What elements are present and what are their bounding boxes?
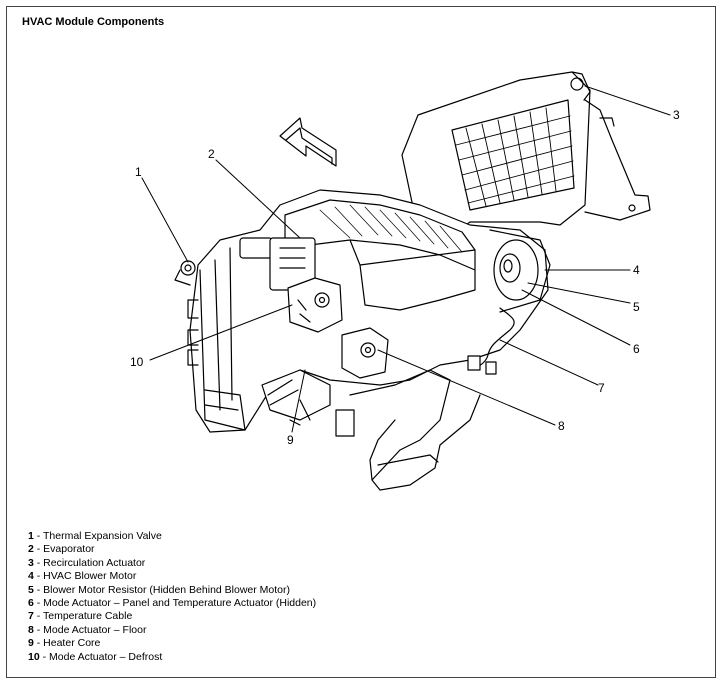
legend-item: 5 - Blower Motor Resistor (Hidden Behind… — [28, 583, 291, 596]
heater-core-and-duct — [261, 369, 481, 491]
evaporator-block — [269, 199, 476, 311]
legend-item: 9 - Heater Core — [28, 637, 101, 650]
legend-item: 2 - Evaporator — [28, 543, 95, 556]
recirculation-housing — [401, 71, 651, 241]
mode-actuator-defrost — [287, 277, 343, 333]
legend-item: 4 - HVAC Blower Motor — [28, 570, 137, 583]
callout-6: 6 — [633, 342, 640, 356]
callout-2: 2 — [208, 147, 215, 161]
legend-item: 1 - Thermal Expansion Valve — [28, 530, 162, 542]
legend-item: 6 - Mode Actuator – Panel and Temperatur… — [28, 597, 317, 610]
front-direction-arrow-depth — [285, 127, 333, 165]
blower-motor — [489, 229, 551, 313]
diagram-title: HVAC Module Components — [22, 16, 165, 28]
mode-actuator-floor — [341, 327, 389, 379]
callout-5: 5 — [633, 300, 640, 314]
legend-item: 10 - Mode Actuator – Defrost — [28, 650, 163, 663]
callout-8: 8 — [558, 419, 565, 433]
callout-4: 4 — [633, 263, 640, 277]
callout-7: 7 — [598, 381, 605, 395]
hvac-module-drawing — [141, 71, 671, 491]
temperature-cable — [467, 307, 515, 375]
legend-item: 7 - Temperature Cable — [28, 610, 133, 623]
callout-10: 10 — [130, 355, 144, 369]
callout-1: 1 — [135, 165, 142, 179]
legend-item: 8 - Mode Actuator – Floor — [28, 623, 147, 636]
callout-leader-lines — [141, 85, 671, 433]
callout-9: 9 — [287, 433, 294, 447]
legend-item: 3 - Recirculation Actuator — [28, 556, 146, 569]
component-legend: 1 - Thermal Expansion Valve 2 - Evaporat… — [28, 530, 316, 664]
callout-3: 3 — [673, 108, 680, 122]
